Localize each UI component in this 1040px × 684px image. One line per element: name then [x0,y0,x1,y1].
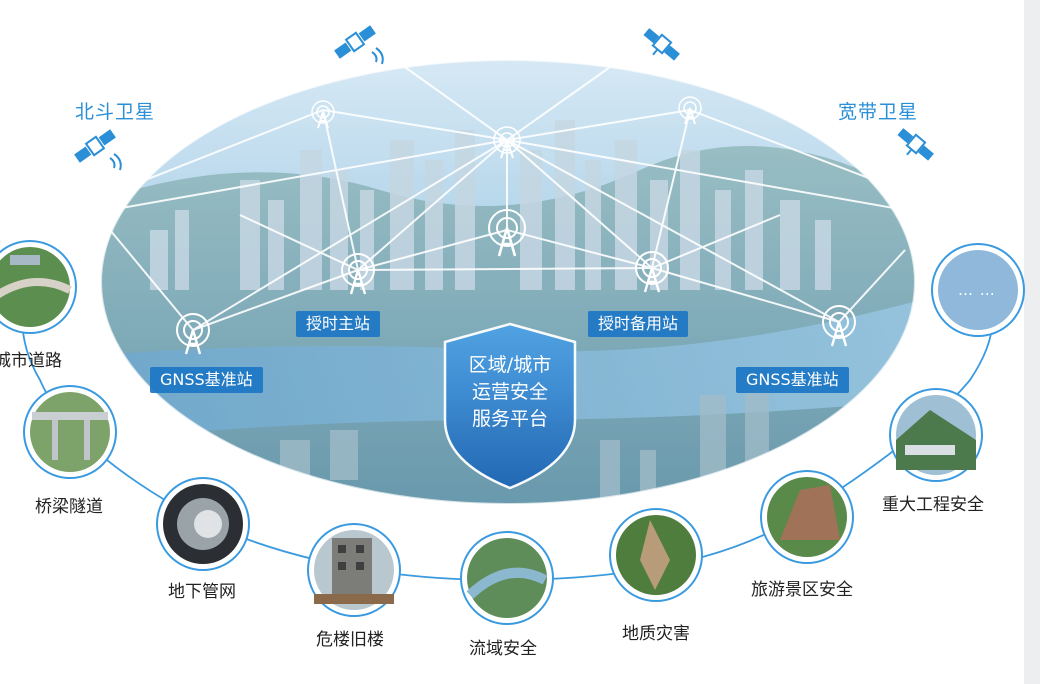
satellite-icon [74,129,116,163]
gnss-station-right-label: GNSS基准站 [736,367,849,393]
tower-icon [678,96,702,125]
platform-title-line: 区域/城市 [468,354,552,376]
platform-title-line: 服务平台 [471,408,548,430]
timing-main-station-label: 授时主站 [296,311,381,337]
city-road-label-clip: 城市道路 [0,346,62,374]
tower-icon [176,313,210,355]
signal-waves-icon [109,153,122,171]
app-node-underground-pipe [156,477,250,571]
satellite-icon [897,128,934,161]
broadband-satellite-label: 宽带卫星 [838,101,919,123]
network-links [109,59,906,331]
app-node-more [931,243,1025,337]
timing-backup-station-label: 授时备用站 [588,311,689,337]
app-label-more: … … [958,281,996,299]
satellite-icon [643,28,680,61]
platform-title: 区域/城市 运营安全 服务平台 [445,352,575,433]
beidou-satellite-label: 北斗卫星 [75,101,156,123]
app-label-old-building: 危楼旧楼 [316,630,384,650]
satellite-icon [334,25,376,59]
tower-icon [341,253,375,295]
app-label-watershed: 流域安全 [469,639,537,659]
signal-waves-icon [371,47,384,65]
app-node-watershed [460,531,554,625]
app-label-geo-hazard: 地质灾害 [622,624,690,644]
app-node-bridge-tunnel [23,385,117,479]
app-node-major-engineering [889,388,983,482]
tower-icons [176,96,856,355]
gnss-station-left-label: GNSS基准站 [150,367,263,393]
tower-icon [822,305,856,347]
app-node-city-road [0,240,77,334]
tower-icon [311,100,335,129]
app-label-city-road: 城市道路 [0,351,62,371]
app-label-major-engineering: 重大工程安全 [882,495,984,515]
city-aerial-view [101,60,915,504]
app-label-scenic-area: 旅游景区安全 [751,580,853,600]
tower-icon [488,209,526,257]
tower-icon [635,251,669,293]
right-edge-strip [1024,0,1040,684]
app-node-geo-hazard [609,508,703,602]
app-label-bridge-tunnel: 桥梁隧道 [35,497,103,517]
app-node-old-building [307,523,401,617]
platform-shield [443,322,577,490]
app-label-underground-pipe: 地下管网 [168,582,236,602]
application-nodes [0,240,1025,625]
app-node-scenic-area [760,470,854,564]
tower-icon [493,126,521,159]
platform-title-line: 运营安全 [471,381,548,403]
